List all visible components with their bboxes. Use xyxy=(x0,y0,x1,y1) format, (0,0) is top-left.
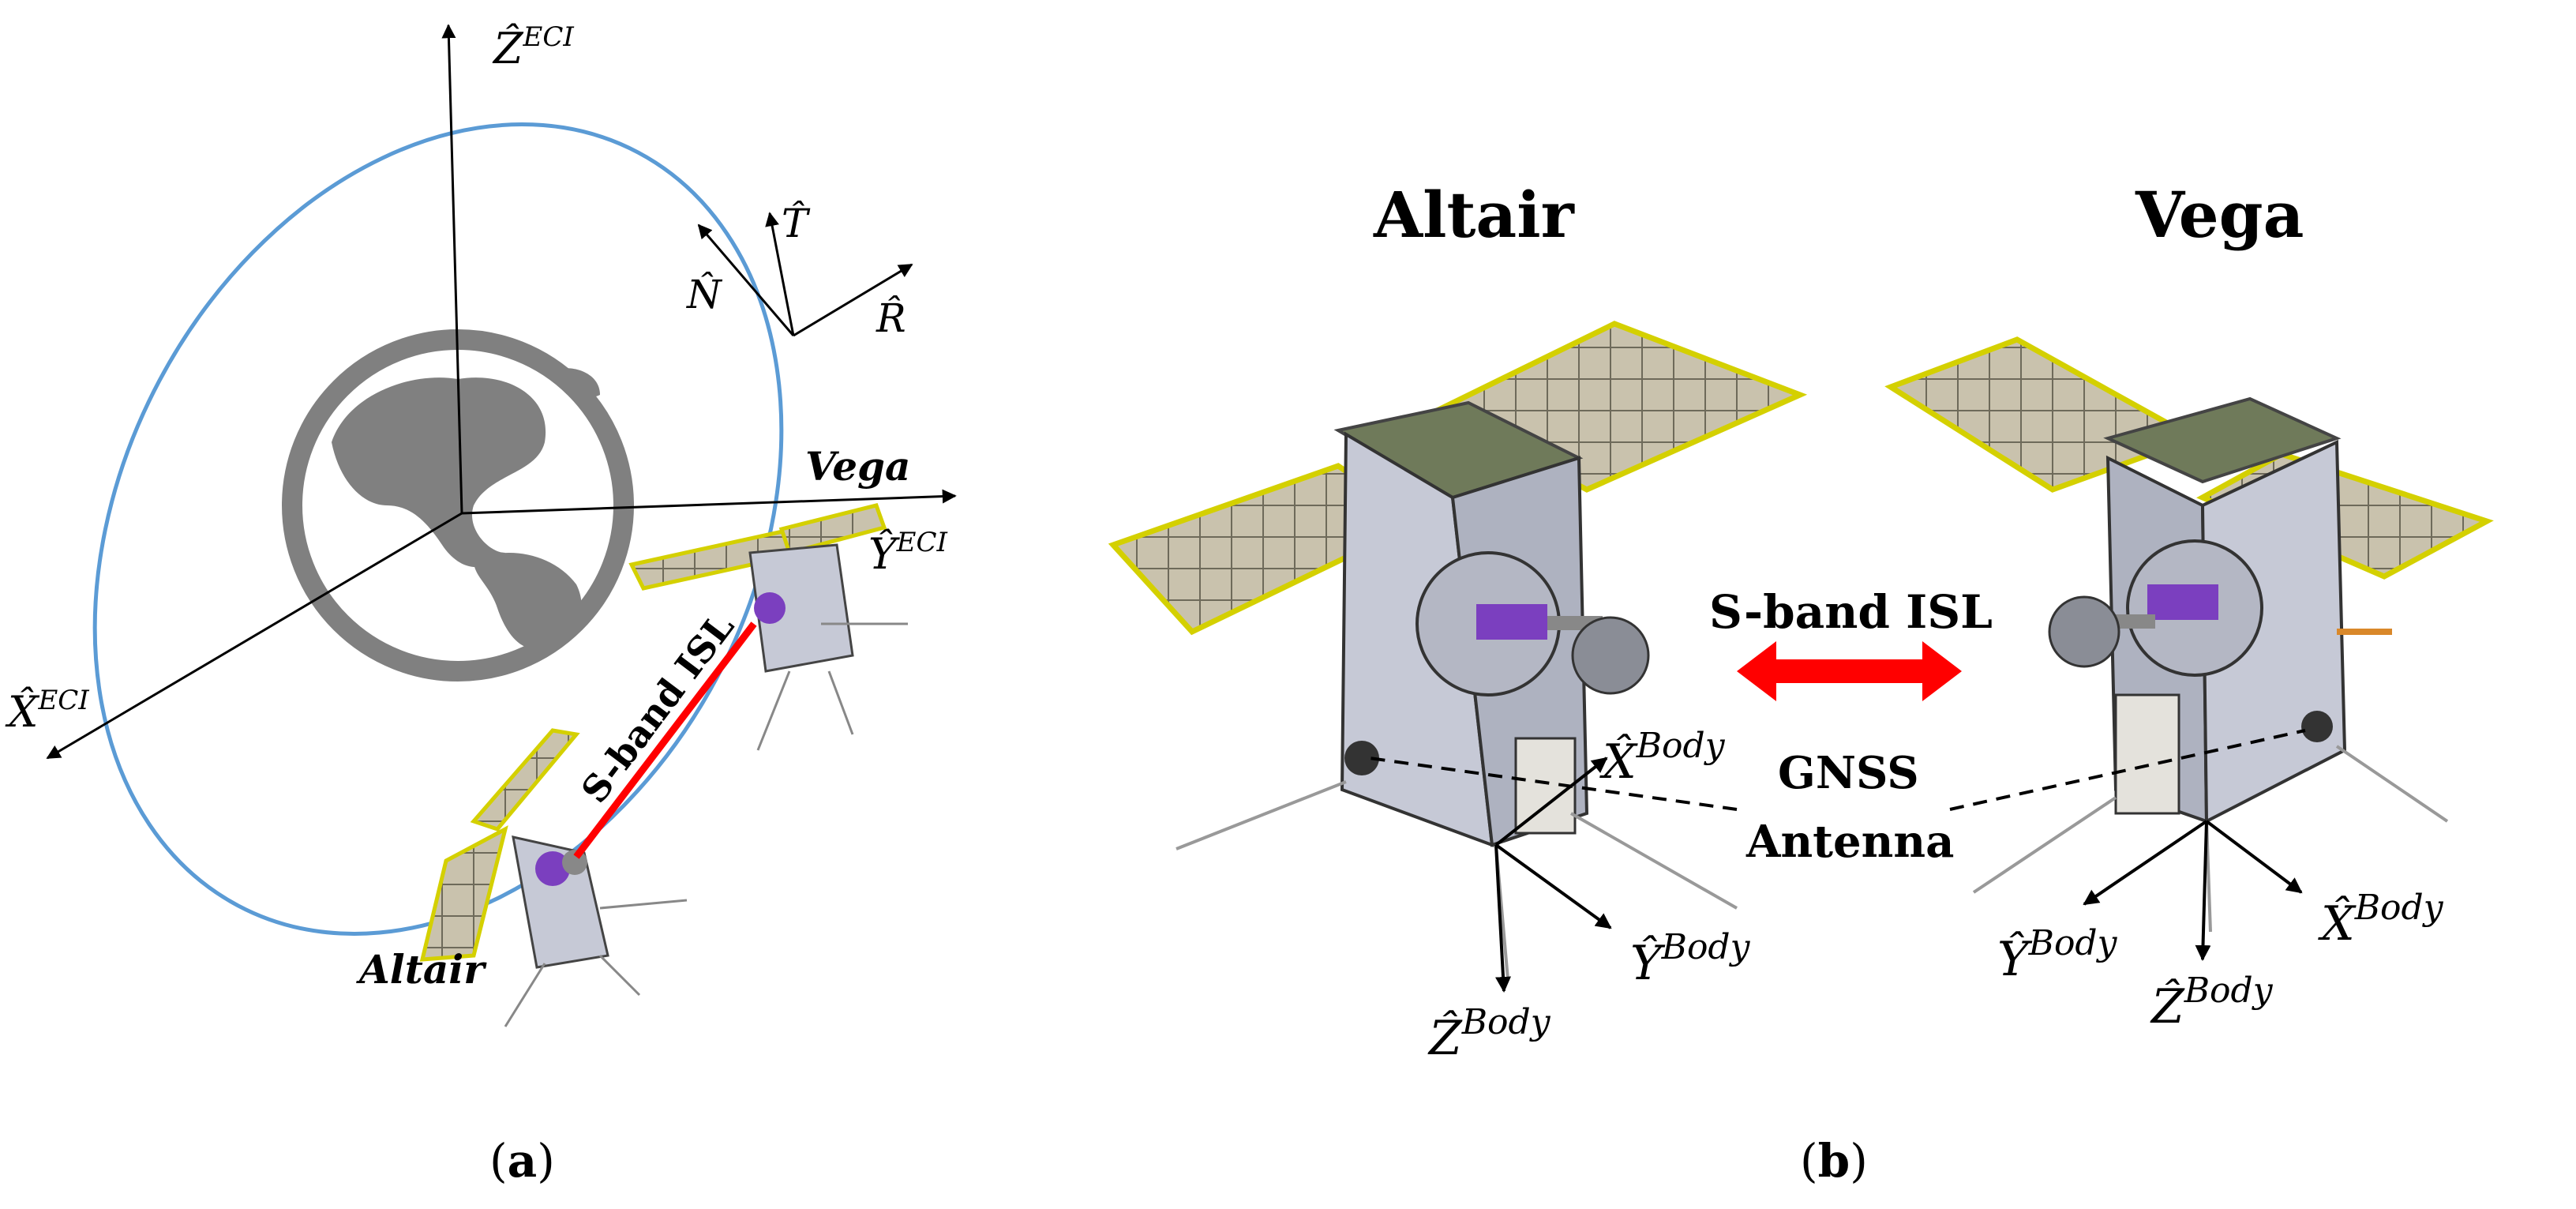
frame-t-label: T̂ xyxy=(782,200,811,246)
title-vega: Vega xyxy=(2135,178,2304,252)
altair-x-body-label: X̂Body xyxy=(1599,726,1726,790)
gnss-callout-vega xyxy=(1949,729,2306,811)
isl-label-b: S-band ISL xyxy=(1709,585,1993,639)
altair-y-body-label: ŶBody xyxy=(1630,927,1751,991)
vega-y-body-label: ŶBody xyxy=(1997,923,2118,987)
eci-x-label: X̂ECI xyxy=(5,685,89,737)
vega-x-body-label: X̂Body xyxy=(2318,888,2444,952)
rtn-frame: T̂ N̂ R̂ xyxy=(686,200,913,341)
vega-satellite-large xyxy=(1884,336,2494,933)
gnss-label-line2: Antenna xyxy=(1745,816,1954,868)
eci-y-axis xyxy=(461,489,957,515)
frame-n-label: N̂ xyxy=(686,271,723,317)
eci-z-label: ẐECI xyxy=(492,21,574,73)
altair-satellite-large xyxy=(1108,321,1808,980)
gnss-callout-altair xyxy=(1369,757,1738,811)
vega-label-a: Vega xyxy=(805,443,910,490)
gnss-label-line1: GNSS xyxy=(1778,747,1919,799)
vega-satellite-small xyxy=(628,503,908,751)
eci-y-label: ŶECI xyxy=(868,527,947,579)
frame-r-label: R̂ xyxy=(876,295,906,341)
earth-globe-icon xyxy=(282,329,634,681)
title-altair: Altair xyxy=(1373,178,1575,252)
isl-link-a xyxy=(573,621,757,859)
isl-label-a: S-band ISL xyxy=(573,606,742,811)
altair-body-axes xyxy=(1494,757,1612,993)
panel-a: ẐECI ŶECI X̂ECI T̂ N̂ R̂ Vega xyxy=(5,21,957,1188)
altair-label-a: Altair xyxy=(356,946,487,993)
vega-body-axes xyxy=(2083,820,2303,961)
panel-b: Altair Vega xyxy=(1108,178,2494,1188)
altair-satellite-small xyxy=(419,728,688,1027)
caption-b: (b) xyxy=(1800,1134,1868,1188)
caption-a: (a) xyxy=(489,1134,555,1188)
eci-x-axis xyxy=(46,512,463,760)
isl-double-arrow xyxy=(1737,641,1962,701)
eci-z-axis xyxy=(441,24,463,514)
vega-z-body-label: ẐBody xyxy=(2150,971,2274,1034)
altair-z-body-label: ẐBody xyxy=(1427,1002,1551,1066)
